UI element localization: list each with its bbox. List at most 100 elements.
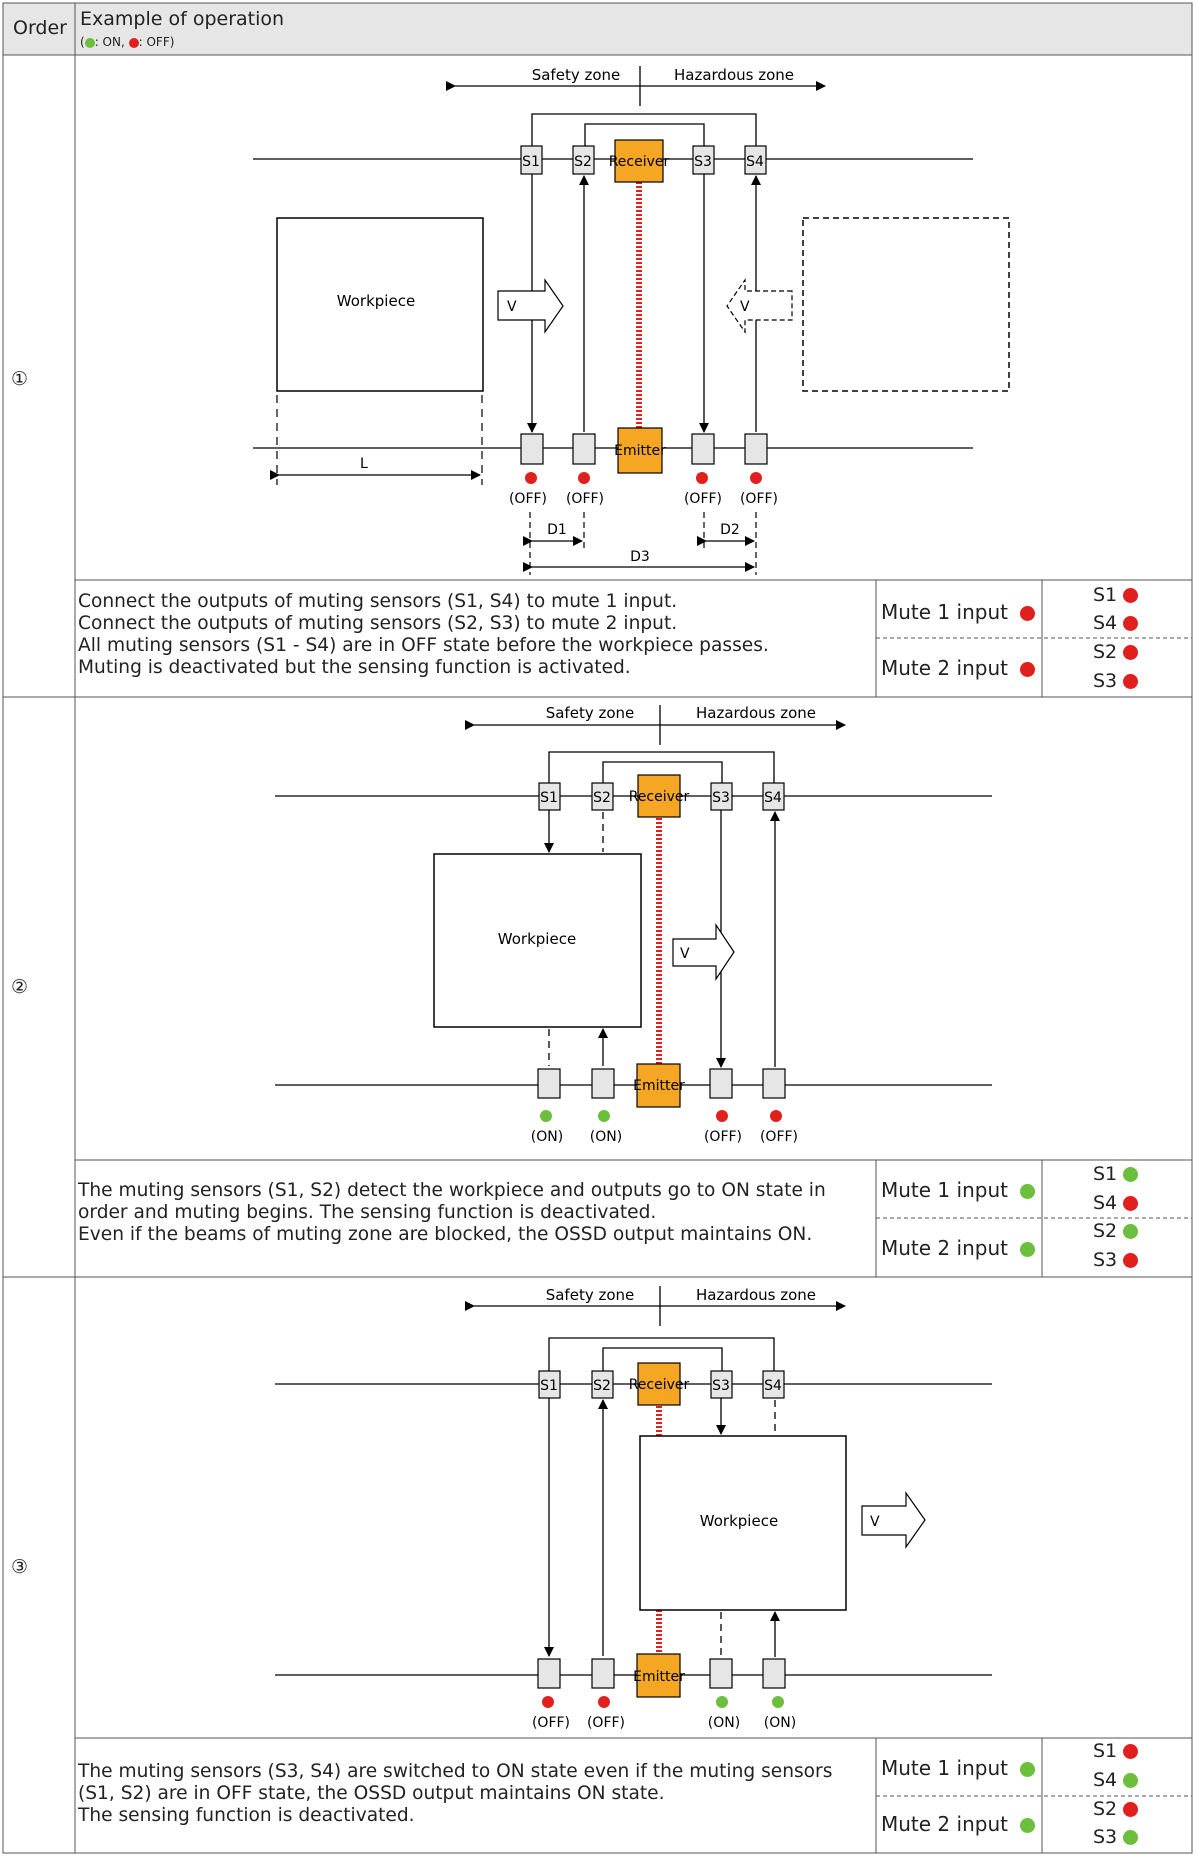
row-1-description: Connect the outputs of muting sensors (S… xyxy=(78,591,769,679)
s1-state-label-3: (OFF) xyxy=(532,1715,570,1731)
s4-label: S4 xyxy=(1093,1769,1118,1791)
receiver-label-2: Receiver xyxy=(629,789,690,805)
s3-label: S3 xyxy=(1093,1249,1118,1271)
order-header: Order xyxy=(13,17,67,39)
sensor-s3-label-3: S3 xyxy=(712,1378,730,1394)
s4-state-label-2: (OFF) xyxy=(760,1129,798,1145)
sensor-s1-label: S1 xyxy=(522,154,540,170)
s1-state-dot-icon-3 xyxy=(542,1696,554,1708)
row-3-mute2: Mute 2 input xyxy=(881,1812,1036,1836)
s2-label: S2 xyxy=(1093,1220,1118,1242)
sensor-s2-label-3: S2 xyxy=(593,1378,611,1394)
s4-state-dot-icon-2 xyxy=(770,1110,782,1122)
sensor-s4-label-3: S4 xyxy=(764,1378,782,1394)
row-3-s2: S2 xyxy=(1093,1798,1139,1820)
safety-zone-label: Safety zone xyxy=(532,66,621,84)
receiver xyxy=(614,139,664,183)
hazardous-zone-label-3: Hazardous zone xyxy=(696,1286,816,1304)
safety-zone-label-3: Safety zone xyxy=(546,1286,635,1304)
receiver-3 xyxy=(637,1362,681,1406)
s3-state-dot-icon-3 xyxy=(716,1696,728,1708)
mute1-state-icon xyxy=(1020,1184,1036,1199)
mute1-label: Mute 1 input xyxy=(881,1178,1008,1202)
sensor-s2-label-2: S2 xyxy=(593,790,611,806)
row-2-line: order and muting begins. The sensing fun… xyxy=(78,1202,657,1223)
s3-state-icon xyxy=(1123,1253,1139,1268)
receiver-label: Receiver xyxy=(609,154,670,170)
mute1-label: Mute 1 input xyxy=(881,600,1008,624)
s1-label: S1 xyxy=(1093,584,1118,606)
legend: ( : ON, : OFF) xyxy=(80,35,174,49)
s4-label: S4 xyxy=(1093,1192,1118,1214)
velocity-label: V xyxy=(507,299,517,315)
row-1-line: Muting is deactivated but the sensing fu… xyxy=(78,657,631,678)
emitter-3 xyxy=(636,1653,681,1698)
s1-state-icon xyxy=(1123,1744,1139,1759)
velocity-arrow-3 xyxy=(861,1491,926,1549)
s1-state-dot-icon-2 xyxy=(540,1110,552,1122)
row-2-line: The muting sensors (S1, S2) detect the w… xyxy=(78,1180,826,1201)
d3-label: D3 xyxy=(630,549,650,565)
mute2-label: Mute 2 input xyxy=(881,1236,1008,1260)
s2-state-icon xyxy=(1123,645,1139,660)
row-1-line: Connect the outputs of muting sensors (S… xyxy=(78,591,678,612)
mute2-label: Mute 2 input xyxy=(881,1812,1008,1836)
s3-state-icon xyxy=(1123,674,1139,689)
velocity-arrow-ghost xyxy=(726,278,793,334)
sensor-s4-label: S4 xyxy=(746,154,764,170)
row-3-s4: S4 xyxy=(1093,1769,1139,1791)
s3-state-dot-icon-2 xyxy=(716,1110,728,1122)
row-2-s2: S2 xyxy=(1093,1220,1139,1242)
emitter-2 xyxy=(636,1063,681,1108)
row-1-line: All muting sensors (S1 - S4) are in OFF … xyxy=(78,635,769,656)
s2-state-label: (OFF) xyxy=(566,491,604,507)
s1-state-icon xyxy=(1123,588,1139,603)
emitter-label-2: Emitter xyxy=(633,1078,685,1094)
s2-label: S2 xyxy=(1093,1798,1118,1820)
workpiece-label: Workpiece xyxy=(337,292,415,310)
s1-label: S1 xyxy=(1093,1163,1118,1185)
s4-state-icon xyxy=(1123,616,1139,631)
s4-state-dot-icon xyxy=(750,472,762,484)
mute2-state-icon xyxy=(1020,662,1036,677)
hazardous-zone-label: Hazardous zone xyxy=(674,66,794,84)
s2-state-dot-icon-3 xyxy=(598,1696,610,1708)
row-1-s2: S2 xyxy=(1093,641,1139,663)
s2-state-dot-icon xyxy=(578,472,590,484)
sensor-s1-label-2: S1 xyxy=(540,790,558,806)
row-2-s1: S1 xyxy=(1093,1163,1139,1185)
order-number-1: ① xyxy=(11,368,29,390)
s2-state-icon xyxy=(1123,1802,1139,1817)
velocity-label-3: V xyxy=(870,1514,880,1530)
sensor-s1-label-3: S1 xyxy=(540,1378,558,1394)
s2-state-label-3: (OFF) xyxy=(587,1715,625,1731)
workpiece xyxy=(276,217,484,392)
row-3-line: The muting sensors (S3, S4) are switched… xyxy=(78,1761,833,1782)
row-2-mute1: Mute 1 input xyxy=(881,1178,1036,1202)
legend-on: : ON, xyxy=(94,35,125,49)
s3-state-icon xyxy=(1123,1830,1139,1845)
s4-label: S4 xyxy=(1093,612,1118,634)
s4-state-label: (OFF) xyxy=(740,491,778,507)
mute1-state-icon xyxy=(1020,606,1036,621)
row-2-s4: S4 xyxy=(1093,1192,1139,1214)
s2-state-label-2: (ON) xyxy=(590,1129,622,1145)
workpiece-ghost xyxy=(802,217,1010,392)
row-3-mute1: Mute 1 input xyxy=(881,1756,1036,1780)
legend-open: ( xyxy=(80,35,85,49)
row-2-mute2: Mute 2 input xyxy=(881,1236,1036,1260)
row-1-s3: S3 xyxy=(1093,670,1139,692)
off-dot-icon xyxy=(128,37,139,48)
hazardous-zone-label-2: Hazardous zone xyxy=(696,704,816,722)
mute2-state-icon xyxy=(1020,1242,1036,1257)
row-2-s3: S3 xyxy=(1093,1249,1139,1271)
workpiece-3 xyxy=(639,1435,847,1611)
s3-state-label-2: (OFF) xyxy=(704,1129,742,1145)
example-header: Example of operation xyxy=(80,8,285,30)
sensor-s3-label: S3 xyxy=(694,154,712,170)
legend-off: : OFF) xyxy=(138,35,175,49)
